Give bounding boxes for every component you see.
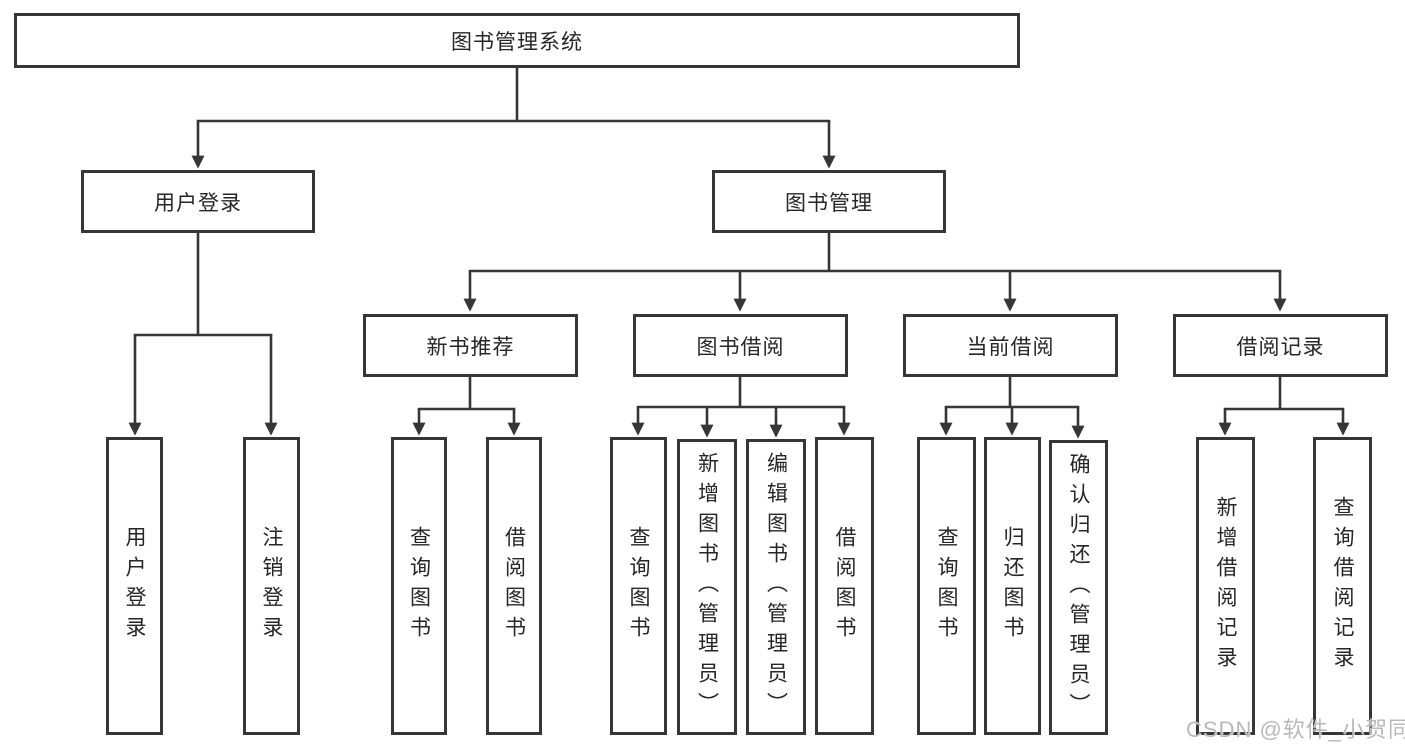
leaf-br-query-borrow-record: 查询借阅记录 bbox=[1313, 437, 1372, 735]
node-system-root: 图书管理系统 bbox=[14, 13, 1020, 68]
leaf-nbr-borrow-books: 借阅图书 bbox=[486, 437, 542, 735]
leaf-nbr-query-books: 查询图书 bbox=[391, 437, 447, 735]
leaf-cb-return-books: 归还图书 bbox=[984, 437, 1041, 735]
leaf-br-add-borrow-record: 新增借阅记录 bbox=[1196, 437, 1255, 735]
node-current-borrow: 当前借阅 bbox=[903, 314, 1118, 377]
node-borrow-records: 借阅记录 bbox=[1173, 314, 1388, 377]
leaf-logout-login: 注销登录 bbox=[243, 437, 300, 735]
leaf-bb-borrow-books: 借阅图书 bbox=[815, 437, 874, 735]
node-new-book-recommend: 新书推荐 bbox=[363, 314, 578, 377]
leaf-user-login: 用户登录 bbox=[106, 437, 163, 735]
node-book-borrow: 图书借阅 bbox=[633, 314, 848, 377]
watermark: CSDN @软件_小贺同学 bbox=[1186, 717, 1405, 742]
node-user-login: 用户登录 bbox=[81, 170, 315, 233]
leaf-bb-edit-books-admin: 编辑图书（管理员） bbox=[746, 439, 806, 735]
leaf-cb-confirm-return-admin: 确认归还（管理员） bbox=[1049, 440, 1108, 735]
leaf-bb-query-books: 查询图书 bbox=[610, 437, 667, 735]
node-book-management: 图书管理 bbox=[712, 170, 946, 233]
leaf-bb-add-books-admin: 新增图书（管理员） bbox=[677, 439, 737, 735]
leaf-cb-query-books: 查询图书 bbox=[917, 437, 976, 735]
